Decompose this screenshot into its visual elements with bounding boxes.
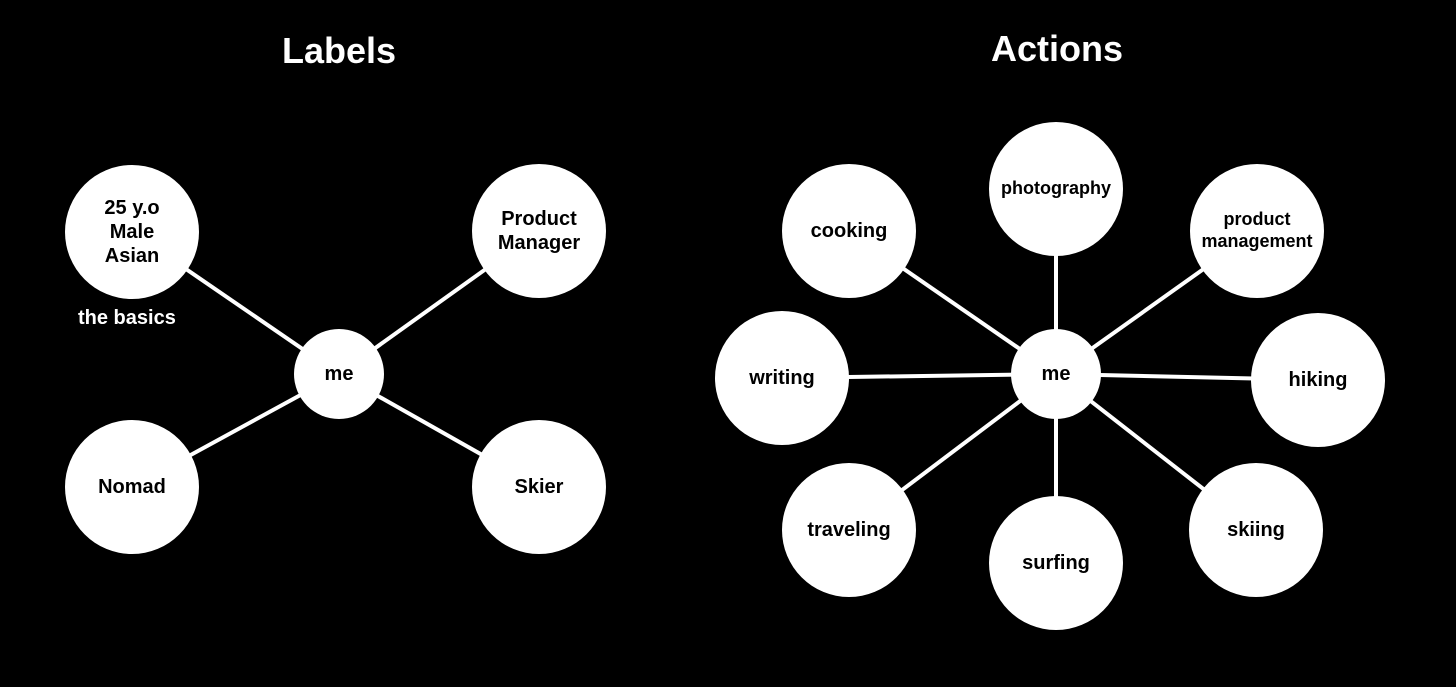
labels-node-nomad-label: Nomad — [98, 476, 166, 498]
labels-node-nomad: Nomad — [65, 420, 199, 554]
actions-node-hiking: hiking — [1251, 313, 1385, 447]
actions-title: Actions — [990, 28, 1124, 69]
basics-caption: the basics — [78, 307, 176, 329]
actions-node-photography: photography — [989, 122, 1123, 256]
actions-node-surfing-label: surfing — [1022, 552, 1090, 574]
labels-center-node-label: me — [324, 363, 354, 385]
actions-node-cooking: cooking — [782, 164, 916, 298]
actions-node-writing: writing — [715, 311, 849, 445]
labels-node-basics: 25 y.o Male Asian — [65, 165, 199, 299]
actions-node-traveling: traveling — [782, 463, 916, 597]
labels-title: Labels — [281, 30, 397, 71]
actions-node-skiing: skiing — [1189, 463, 1323, 597]
actions-node-surfing: surfing — [989, 496, 1123, 630]
actions-node-hiking-label: hiking — [1288, 369, 1348, 391]
actions-node-photography-label: photography — [1001, 178, 1111, 199]
actions-center-node: me — [1011, 329, 1101, 419]
labels-center-node: me — [294, 329, 384, 419]
labels-node-product-manager-label: Product Manager — [497, 208, 581, 254]
actions-node-skiing-label: skiing — [1227, 519, 1285, 541]
labels-node-skier: Skier — [472, 420, 606, 554]
labels-node-skier-label: Skier — [514, 476, 564, 498]
labels-node-product-manager: Product Manager — [472, 164, 606, 298]
actions-center-node-label: me — [1041, 363, 1071, 385]
actions-node-product-management-label: product management — [1201, 209, 1313, 251]
actions-node-writing-label: writing — [749, 367, 815, 389]
actions-node-cooking-label: cooking — [810, 220, 888, 242]
actions-node-traveling-label: traveling — [807, 519, 891, 541]
actions-node-product-management: product management — [1190, 164, 1324, 298]
labels-node-basics-label: 25 y.o Male Asian — [104, 197, 160, 267]
